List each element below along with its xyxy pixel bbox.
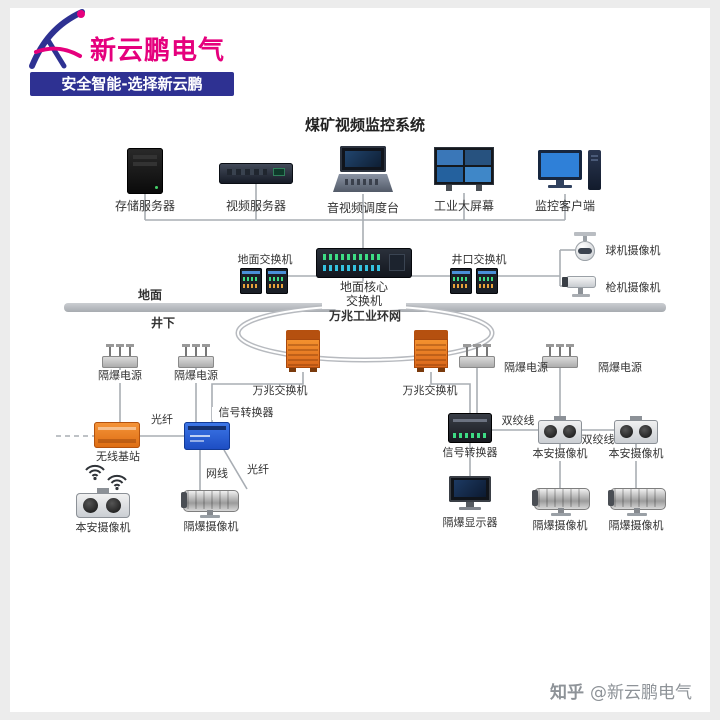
av-dispatch-console-icon [333,146,393,194]
flameproof-camera-label: 隔爆摄像机 [608,519,664,532]
ten-gigabit-switch-icon [414,330,448,372]
flameproof-camera-label: 隔爆摄像机 [183,520,239,533]
industrial-screen-icon [434,147,494,193]
signal-converter-label: 信号转换器 [442,446,498,459]
signal-converter-icon [448,413,492,443]
underground-zone-label: 井下 [150,316,175,330]
twisted-pair-link-label: 双绞线 [581,433,615,446]
ground-switch-label: 地面交换机 [237,253,293,266]
signal-converter-label: 信号转换器 [212,406,280,420]
flameproof-power-icon [102,344,138,368]
signal-converter-icon [184,422,230,450]
brand-logo [29,9,85,69]
video-server-label: 视频服务器 [225,199,286,213]
flameproof-power-label: 隔爆电源 [92,369,148,383]
flameproof-power-label: 隔爆电源 [598,361,642,374]
flameproof-display-label: 隔爆显示器 [442,516,498,529]
wellhead-switch-icon [450,268,472,294]
flameproof-power-icon [178,344,214,368]
twisted-pair-link-label: 双绞线 [501,414,535,427]
av-dispatch-console-label: 音视频调度台 [326,201,399,215]
ring-network-label: 万兆工业环网 [328,309,401,323]
intrinsic-safe-camera-label: 本安摄像机 [603,447,669,461]
monitor-client-label: 监控客户端 [534,199,595,213]
intrinsic-safe-camera-icon [538,416,582,444]
intrinsic-safe-camera-label: 本安摄像机 [75,521,131,534]
flameproof-power-label: 隔爆电源 [504,361,548,374]
flameproof-camera-icon [532,488,590,518]
surface-divider-left [64,303,336,312]
net-cable-link-label: 网线 [206,467,228,480]
dome-camera-icon [572,232,598,264]
wellhead-switch-label: 井口交换机 [451,253,507,266]
bullet-camera-icon [562,274,598,300]
watermark: 知乎 @新云鹏电气 [470,678,692,703]
video-server-icon [219,163,293,184]
flameproof-camera-label: 隔爆摄像机 [532,519,588,532]
brand-name: 新云鹏电气 [90,36,226,66]
intrinsic-safe-camera-label: 本安摄像机 [527,447,593,461]
dome-camera-label: 球机摄像机 [605,244,661,257]
watermark-site: 知乎 [550,683,584,703]
fiber-link-label: 光纤 [247,463,269,476]
surface-divider-right [398,303,666,312]
wifi-icon [85,464,105,481]
core-switch-label: 地面核心 交换机 [322,280,406,309]
page-title: 煤矿视频监控系统 [304,116,425,134]
flameproof-camera-icon [608,488,666,518]
flameproof-camera-icon [181,490,239,520]
flameproof-power-icon [459,344,495,368]
wire-group [56,184,637,490]
wireless-base-station-icon [94,422,140,448]
ten-gigabit-switch-label: 万兆交换机 [402,384,458,397]
industrial-screen-label: 工业大屏幕 [433,199,494,213]
wifi-icon [107,474,127,491]
storage-server-label: 存储服务器 [114,199,175,213]
core-switch-icon [316,248,412,278]
ground-switch-icon [266,268,288,294]
flameproof-display-icon [449,476,491,512]
ten-gigabit-switch-icon [286,330,320,372]
brand-tagline: 安全智能-选择新云鹏 [30,72,234,96]
ground-switch-icon [240,268,262,294]
bullet-camera-label: 枪机摄像机 [605,281,661,294]
wireless-base-station-label: 无线基站 [96,450,140,463]
flameproof-power-label: 隔爆电源 [168,369,224,383]
storage-server-icon [127,148,163,194]
surface-zone-label: 地面 [137,288,162,302]
monitor-client-icon [538,150,602,194]
watermark-handle: @新云鹏电气 [590,683,692,703]
intrinsic-safe-camera-icon [76,488,130,518]
fiber-link-label: 光纤 [151,413,173,426]
intrinsic-safe-camera-icon [614,416,658,444]
flameproof-power-icon [542,344,578,368]
ten-gigabit-switch-label: 万兆交换机 [252,384,308,397]
wellhead-switch-icon [476,268,498,294]
